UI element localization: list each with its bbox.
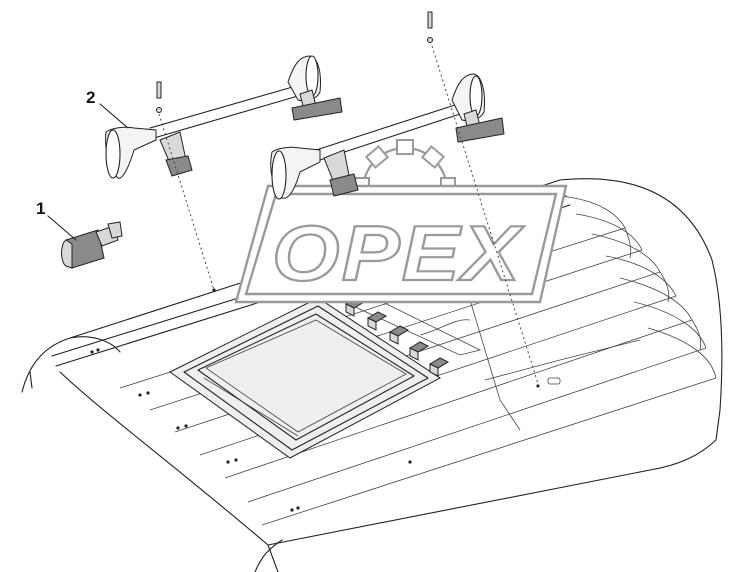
bracket-clip xyxy=(366,311,388,331)
air-horn-assembly xyxy=(105,11,541,391)
bracket-clip xyxy=(428,357,450,377)
callout-label: 1 xyxy=(36,199,45,218)
watermark: OPEX xyxy=(234,139,568,304)
callout-label: 2 xyxy=(86,88,95,107)
callout-1: 1 xyxy=(36,199,77,241)
mounting-bolt xyxy=(427,11,541,391)
bracket-clip xyxy=(408,341,430,361)
horn-valve xyxy=(61,221,123,269)
callout-2: 2 xyxy=(86,88,129,129)
bracket-clip xyxy=(388,325,410,345)
air-horn xyxy=(270,73,505,200)
mounting-bolt xyxy=(156,81,215,291)
roof-hatch xyxy=(169,297,441,459)
mounting-holes xyxy=(90,288,561,512)
air-horn xyxy=(105,55,343,179)
watermark-text: OPEX xyxy=(272,209,524,297)
